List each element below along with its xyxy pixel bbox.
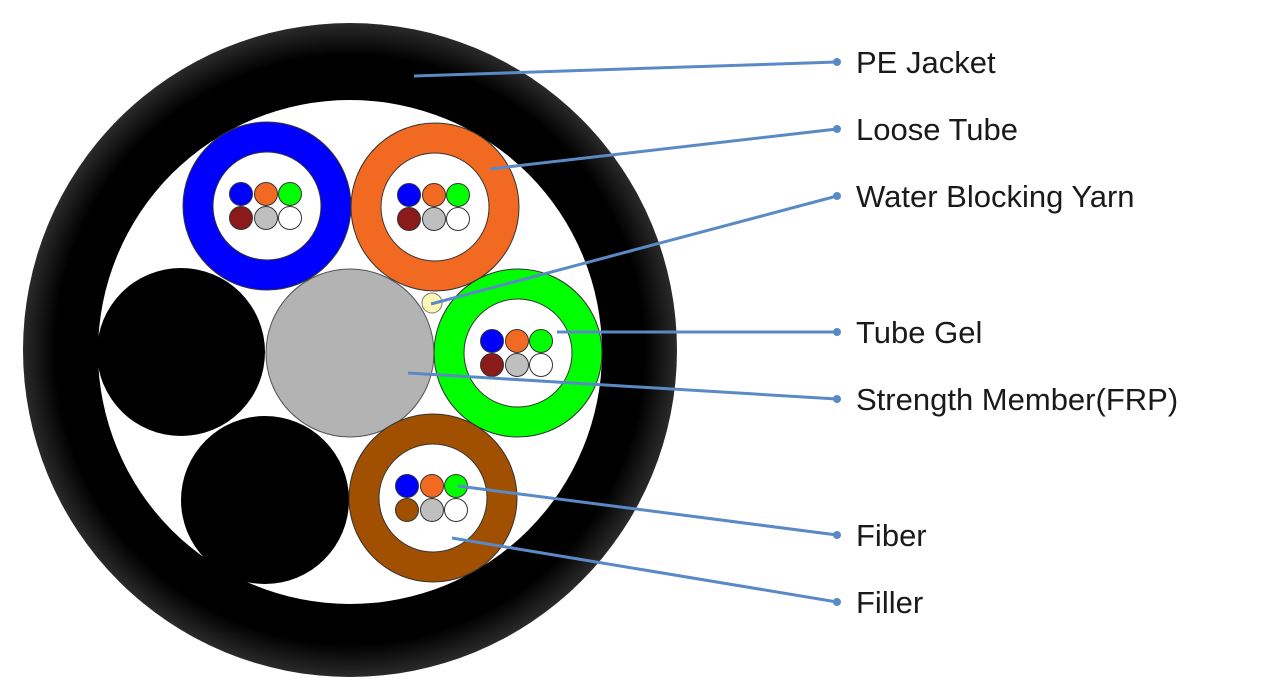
leader-dot-water-blocking-yarn [833, 192, 841, 200]
fiber [529, 353, 553, 377]
fiber [397, 207, 421, 231]
leader-line-filler [451, 536, 838, 604]
fiber [480, 353, 504, 377]
fiber [480, 329, 504, 353]
label-filler: Filler [856, 585, 923, 620]
leader-line-pe-jacket [413, 60, 838, 78]
tube-gel [380, 152, 490, 262]
fiber [444, 498, 468, 522]
fiber [420, 498, 444, 522]
fiber [278, 182, 302, 206]
label-pe-jacket: PE Jacket [856, 45, 996, 80]
label-fiber: Fiber [856, 518, 927, 553]
strength-member [265, 268, 435, 438]
fiber [278, 206, 302, 230]
fiber [254, 206, 278, 230]
filler-rod [181, 416, 349, 584]
fiber [446, 183, 470, 207]
fiber [446, 207, 470, 231]
label-tube-gel: Tube Gel [856, 315, 982, 350]
fiber [505, 329, 529, 353]
fiber [395, 474, 419, 498]
tube-gel [463, 298, 573, 408]
label-loose-tube: Loose Tube [856, 112, 1018, 147]
fiber [422, 207, 446, 231]
fiber [505, 353, 529, 377]
leader-line-strength-member [407, 371, 838, 401]
loose-tubes [182, 121, 603, 583]
leader-dot-tube-gel [833, 328, 841, 336]
leader-dot-loose-tube [833, 125, 841, 133]
fiber [395, 498, 419, 522]
loose-tube-brown [348, 413, 518, 583]
fiber [397, 183, 421, 207]
fiber [420, 474, 444, 498]
tube-gel [378, 443, 488, 553]
label-water-blocking-yarn: Water Blocking Yarn [856, 179, 1135, 214]
leader-dot-pe-jacket [833, 58, 841, 66]
fiber [254, 182, 278, 206]
fiber [229, 182, 253, 206]
leader-line-loose-tube [489, 127, 838, 171]
loose-tube-orange [350, 122, 520, 292]
label-strength-member: Strength Member(FRP) [856, 382, 1178, 417]
leader-line-water-blocking-yarn [430, 194, 838, 306]
leader-dot-fiber [833, 531, 841, 539]
fiber [229, 206, 253, 230]
leader-lines [407, 58, 841, 606]
filler-rod [97, 268, 265, 436]
loose-tube-green [433, 268, 603, 438]
tube-gel [212, 151, 322, 261]
fiber [529, 329, 553, 353]
loose-tube-blue [182, 121, 352, 291]
leader-dot-strength-member [833, 395, 841, 403]
leader-dot-filler [833, 598, 841, 606]
leader-line-fiber [457, 484, 838, 537]
fiber [422, 183, 446, 207]
